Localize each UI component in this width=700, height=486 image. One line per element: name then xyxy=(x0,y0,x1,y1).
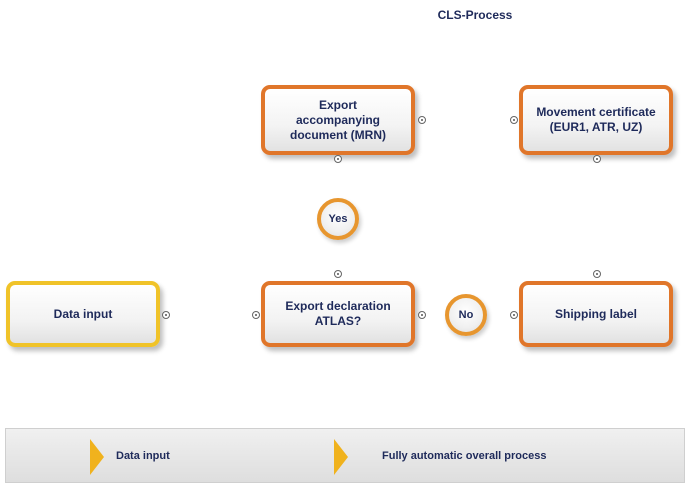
port-export-declaration-top xyxy=(334,270,342,278)
node-movement-certificate[interactable]: Movement certificate (EUR1, ATR, UZ) xyxy=(519,85,673,155)
node-export-declaration[interactable]: Export declaration ATLAS? xyxy=(261,281,415,347)
node-export-accompanying-document[interactable]: Export accompanying document (MRN) xyxy=(261,85,415,155)
port-export-declaration-left xyxy=(252,311,260,319)
node-label: Export accompanying document (MRN) xyxy=(290,97,386,142)
port-export-declaration-right xyxy=(418,311,426,319)
node-label: Export declaration ATLAS? xyxy=(285,299,391,328)
legend-item-data-input: Data input xyxy=(116,450,170,462)
decision-no[interactable]: No xyxy=(445,294,487,336)
port-export-accompanying-right xyxy=(418,116,426,124)
chevron-arrow-icon xyxy=(90,439,104,475)
port-shipping-label-left xyxy=(510,311,518,319)
port-movement-certificate-left xyxy=(510,116,518,124)
node-label: Data input xyxy=(53,306,113,321)
port-shipping-label-top xyxy=(593,270,601,278)
decision-yes[interactable]: Yes xyxy=(317,198,359,240)
node-shipping-label[interactable]: Shipping label xyxy=(519,281,673,347)
chevron-arrow-icon xyxy=(334,439,348,475)
legend-item-automatic-process: Fully automatic overall process xyxy=(382,450,547,462)
node-label: Movement certificate (EUR1, ATR, UZ) xyxy=(536,105,656,134)
decision-yes-label: Yes xyxy=(328,213,348,225)
diagram-title: CLS-Process xyxy=(437,8,513,22)
port-export-accompanying-bottom xyxy=(334,155,342,163)
decision-no-label: No xyxy=(458,309,474,321)
port-data-input-right xyxy=(162,311,170,319)
legend-bar: Data input Fully automatic overall proce… xyxy=(5,428,685,483)
node-label: Shipping label xyxy=(554,306,637,321)
node-data-input[interactable]: Data input xyxy=(6,281,160,347)
port-movement-certificate-bottom xyxy=(593,155,601,163)
